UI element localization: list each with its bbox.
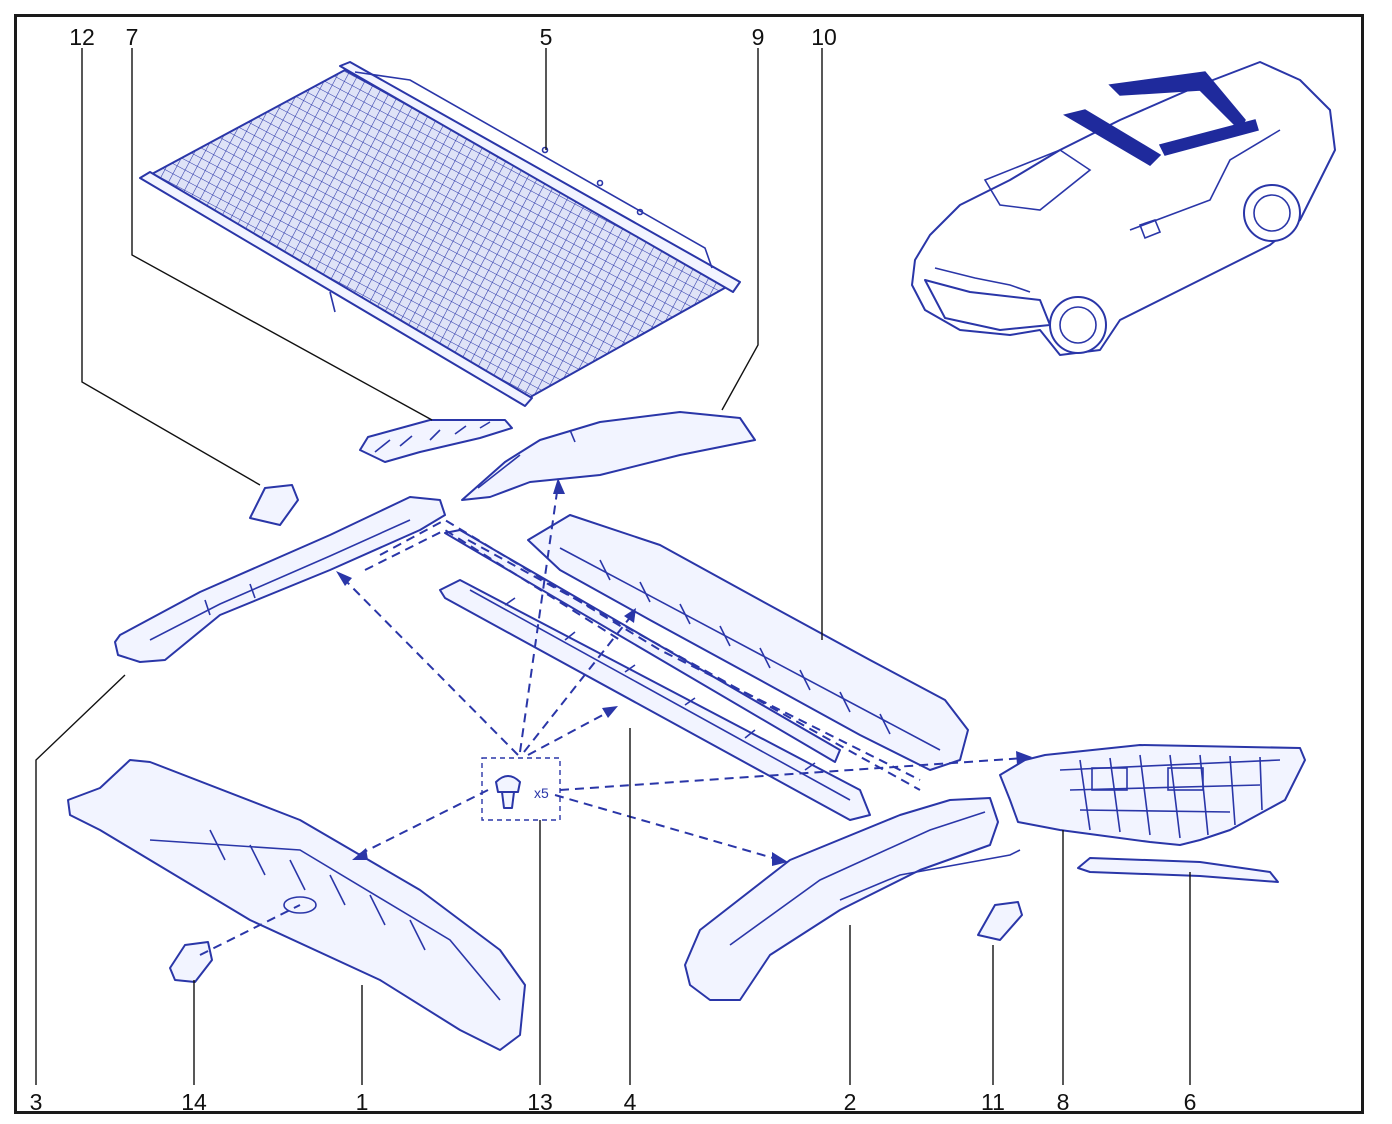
callout-6: 6 <box>1184 1089 1197 1115</box>
callout-numbers: 12 7 5 9 10 3 14 1 13 4 2 11 8 6 <box>30 24 1197 1115</box>
callout-11: 11 <box>981 1089 1005 1115</box>
callout-7: 7 <box>126 24 139 50</box>
strip-part-6 <box>1077 857 1279 883</box>
callout-12: 12 <box>69 24 95 50</box>
rear-shelf-part-1 <box>67 759 526 1051</box>
callout-14: 14 <box>181 1089 207 1115</box>
upper-trim-part-9 <box>461 411 756 501</box>
cap-part-11 <box>977 901 1023 941</box>
callout-2: 2 <box>844 1089 857 1115</box>
pillar-trim-part-3 <box>114 496 446 663</box>
callout-9: 9 <box>752 24 765 50</box>
fastener-part-13: x5 <box>481 757 561 821</box>
callout-4: 4 <box>624 1089 637 1115</box>
lattice-panel-part-8 <box>999 744 1306 846</box>
callout-10: 10 <box>811 24 837 50</box>
lamp-part-14 <box>169 941 213 983</box>
rear-header-part-10 <box>527 514 969 771</box>
assembly-arrows <box>199 478 1032 956</box>
callout-5: 5 <box>540 24 553 50</box>
callout-1: 1 <box>356 1089 369 1115</box>
fastener-quantity: x5 <box>534 785 549 801</box>
convertible-car-illustration <box>911 61 1336 356</box>
callout-8: 8 <box>1057 1089 1070 1115</box>
cap-part-12 <box>249 484 299 526</box>
bracket-part-7 <box>359 419 513 463</box>
leader-lines <box>35 48 1191 1085</box>
cargo-net-part-5 <box>139 61 741 407</box>
side-rail-part-2 <box>684 797 1021 1001</box>
callout-3: 3 <box>30 1089 43 1115</box>
callout-13: 13 <box>527 1089 553 1115</box>
